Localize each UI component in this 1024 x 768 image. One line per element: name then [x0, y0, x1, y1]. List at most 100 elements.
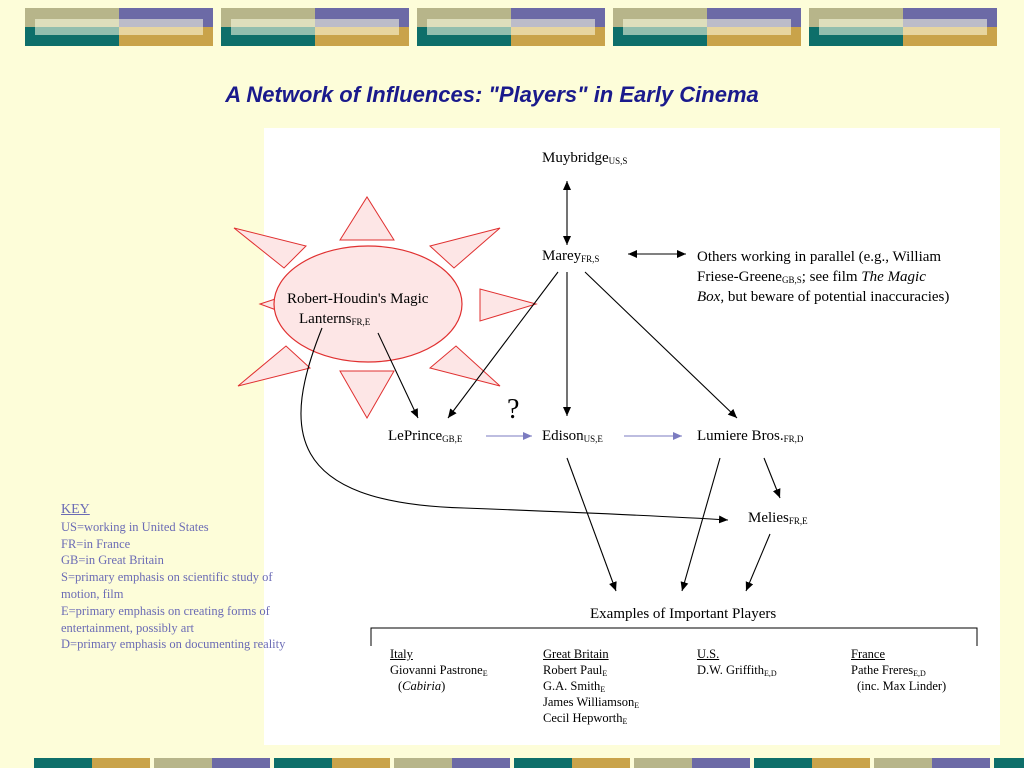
band-tile [154, 758, 212, 768]
sun-ray-top-right [428, 227, 501, 269]
key-item: FR=in France [61, 536, 131, 551]
band-tile [994, 758, 1024, 768]
col-us: U.S. D.W. GriffithE,D [697, 646, 777, 678]
node-muybridge: MuybridgeUS,S [542, 149, 627, 168]
key-item: US=working in United States [61, 519, 209, 534]
italy-row1: Giovanni PastroneE [390, 662, 488, 678]
italy-heading: Italy [390, 647, 413, 661]
arrow-lumiere-examples [680, 457, 721, 592]
italy-row2-close: ) [441, 679, 446, 693]
band-tile-highlight [819, 19, 987, 35]
others-line2-sub: GB,S [781, 275, 802, 285]
examples-heading: Examples of Important Players [590, 606, 777, 622]
band-tile [394, 758, 452, 768]
band-tile [692, 758, 750, 768]
col-italy: Italy Giovanni PastroneE (Cabiria) [390, 646, 488, 694]
gb-item-1-sub: E [602, 669, 608, 678]
others-line2-mid: ; see film [801, 269, 862, 285]
question-mark: ? [507, 394, 520, 425]
france-row1: Pathe FreresE,D [851, 662, 946, 678]
band-tile [514, 758, 572, 768]
band-tile [572, 758, 630, 768]
others-line3-film: Box [697, 289, 721, 305]
top-decorative-band [25, 8, 997, 46]
italy-row1-name: Giovanni Pastrone [390, 663, 483, 677]
slide-title: A Network of Influences: "Players" in Ea… [225, 82, 759, 107]
bottom-decorative-band [34, 758, 1024, 768]
gb-item-3-sub: E [634, 701, 640, 710]
lumiere-name: Lumiere Bros. [697, 428, 784, 444]
us-heading: U.S. [697, 647, 720, 661]
us-item-1-name: D.W. Griffith [697, 663, 765, 677]
gb-item-1-name: Robert Paul [543, 663, 603, 677]
gb-item-3-name: James Williamson [543, 695, 635, 709]
band-tile [812, 758, 870, 768]
band-tile [34, 758, 92, 768]
node-others: Others working in parallel (e.g., Willia… [697, 247, 949, 307]
others-line2-pre: Friese-Greene [697, 269, 782, 285]
sun-ray-top [339, 196, 395, 241]
houdin-sub: FR,E [351, 317, 371, 327]
band-tile [932, 758, 990, 768]
muybridge-sub: US,S [608, 156, 628, 166]
gb-item-2-sub: E [600, 685, 606, 694]
band-tile [274, 758, 332, 768]
lumiere-sub: FR,D [783, 434, 804, 444]
others-film: The Magic [861, 269, 926, 285]
node-edison: EdisonUS,E [542, 427, 603, 446]
node-melies: MeliesFR,E [748, 509, 808, 528]
node-marey: MareyFR,S [542, 247, 599, 266]
france-row1-sub: E,D [913, 669, 926, 678]
marey-sub: FR,S [581, 254, 600, 264]
band-tile [634, 758, 692, 768]
arrow-houdin-leprince [377, 332, 419, 419]
band-tile [452, 758, 510, 768]
band-tile [332, 758, 390, 768]
arrow-edison-examples [566, 457, 617, 592]
node-leprince: LePrinceGB,E [388, 427, 462, 446]
great-britain-heading: Great Britain [543, 647, 609, 661]
houdin-line1: Robert-Houdin's Magic [287, 291, 429, 307]
italy-row1-sub: E [482, 669, 488, 678]
gb-item-4-name: Cecil Hepworth [543, 711, 623, 725]
band-tile [754, 758, 812, 768]
key-item: D=primary emphasis on documenting realit… [61, 637, 286, 652]
key-legend: KEY US=working in United States FR=in Fr… [61, 502, 301, 653]
sun-ray-bottom [339, 370, 395, 420]
key-item: GB=in Great Britain [61, 553, 164, 568]
key-item: S=primary emphasis on scientific study o… [61, 570, 273, 601]
great-britain-item: G.A. SmithE [543, 678, 639, 694]
band-tile-highlight [623, 19, 791, 35]
arrow-melies-examples [745, 533, 771, 592]
others-line3-rest: , but beware of potential inaccuracies) [720, 289, 950, 305]
us-item-1-sub: E,D [764, 669, 777, 678]
col-france: France Pathe FreresE,D (inc. Max Linder) [851, 646, 946, 694]
italy-row2-film: Cabiria [402, 679, 442, 693]
us-item: D.W. GriffithE,D [697, 662, 777, 678]
leprince-name: LePrince [388, 428, 443, 444]
robert-houdin-sun-ellipse [273, 245, 463, 363]
italy-row2: (Cabiria) [390, 678, 488, 694]
sun-ray-bottom-left [237, 345, 312, 387]
key-title: KEY [61, 502, 90, 517]
melies-sub: FR,E [788, 516, 808, 526]
node-lumiere: Lumiere Bros.FR,D [697, 427, 803, 446]
band-tile [874, 758, 932, 768]
great-britain-item: Cecil HepworthE [543, 710, 639, 726]
france-heading: France [851, 647, 886, 661]
arrow-houdin-melies [300, 327, 729, 524]
marey-name: Marey [542, 248, 582, 264]
great-britain-item: Robert PaulE [543, 662, 639, 678]
examples-bracket [370, 627, 978, 646]
diagram-connections [233, 181, 978, 646]
band-tile [212, 758, 270, 768]
france-row1-name: Pathe Freres [851, 663, 914, 677]
sun-ray-right [479, 288, 538, 322]
band-tile-highlight [427, 19, 595, 35]
leprince-sub: GB,E [442, 434, 463, 444]
edison-sub: US,E [583, 434, 603, 444]
sun-ray-top-left [233, 227, 307, 269]
others-line1: Others working in parallel (e.g., Willia… [697, 249, 942, 265]
great-britain-item: James WilliamsonE [543, 694, 639, 710]
diagram-panel: MuybridgeUS,S MareyFR,S Others working i… [233, 128, 1000, 745]
